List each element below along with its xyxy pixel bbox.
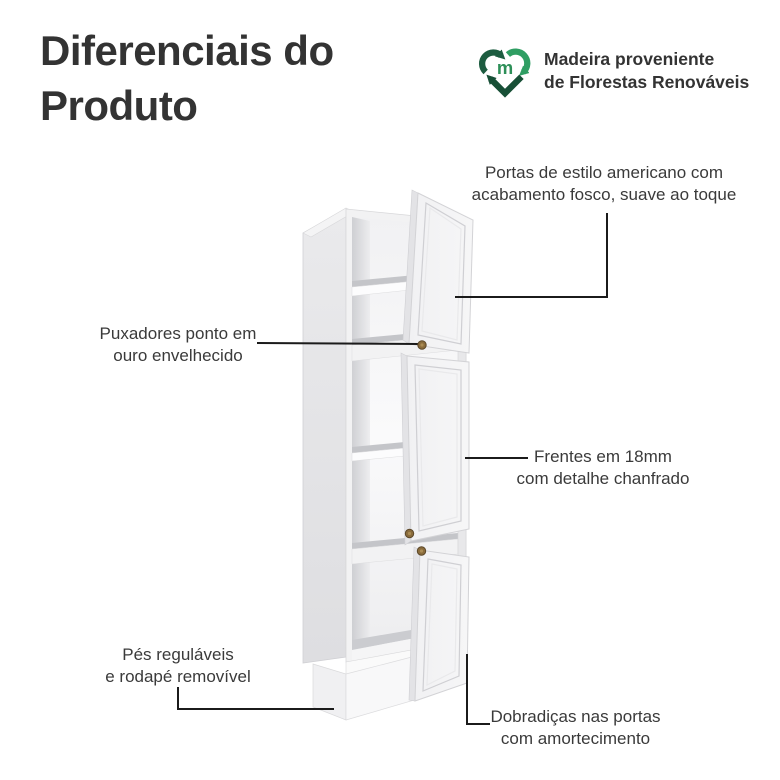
door-panel-bevel bbox=[426, 563, 458, 686]
door-panel-bevel bbox=[421, 206, 462, 341]
door-bottom bbox=[408, 546, 470, 702]
door-edge bbox=[400, 352, 412, 546]
door-face bbox=[408, 192, 474, 354]
recycle-arrow-right bbox=[505, 48, 531, 76]
shelf bbox=[351, 276, 459, 297]
plinth-front bbox=[345, 650, 436, 721]
callout-pes-line2: e rodapé removível bbox=[105, 667, 251, 687]
callout-portas-line1: Portas de estilo americano com bbox=[484, 163, 724, 182]
door-edge bbox=[402, 189, 419, 345]
cabinet-right-stile bbox=[457, 220, 467, 649]
shelf-shadow bbox=[352, 437, 458, 453]
page-title: Diferenciais do Produto bbox=[40, 27, 334, 129]
cabinet-carcass bbox=[302, 207, 467, 677]
knob-highlight bbox=[407, 531, 412, 536]
callout-frentes-line2: com detalhe chanfrado bbox=[516, 469, 690, 489]
section-divider bbox=[351, 538, 459, 565]
callout-portas-line2: acabamento fosco, suave ao toque bbox=[471, 185, 737, 205]
door-edge bbox=[408, 546, 421, 702]
door-panel-recess bbox=[417, 201, 466, 345]
callout-dobradicas-line2: com amortecimento bbox=[500, 729, 651, 749]
cabinet-interior-left-wall bbox=[352, 217, 370, 654]
eco-badge-line2: de Florestas Renováveis bbox=[544, 72, 750, 92]
door-knobs bbox=[404, 340, 427, 556]
recycle-heart-icon: m bbox=[476, 42, 534, 100]
shelf bbox=[351, 442, 459, 462]
callout-portas: Portas de estilo americano com acabament… bbox=[444, 162, 764, 207]
callout-pes: Pés reguláveis e rodapé removível bbox=[83, 644, 273, 689]
cabinet-side-panel bbox=[302, 208, 347, 664]
knob-top-door bbox=[417, 340, 427, 350]
eco-badge-text: Madeira proveniente de Florestas Renováv… bbox=[544, 48, 749, 94]
plinth-side bbox=[312, 663, 347, 721]
knob-bottom-door bbox=[416, 546, 427, 556]
knob-middle-door bbox=[404, 528, 415, 539]
leader-pes bbox=[177, 687, 334, 710]
callout-puxadores-line2: ouro envelhecido bbox=[113, 346, 243, 366]
eco-badge-line1: Madeira proveniente bbox=[544, 48, 715, 69]
recycle-arrow-left bbox=[479, 49, 506, 75]
cabinet-doors bbox=[400, 189, 474, 702]
leader-portas bbox=[455, 213, 608, 298]
callout-pes-line1: Pés reguláveis bbox=[122, 645, 234, 664]
cabinet-floor bbox=[352, 630, 458, 672]
knob-highlight bbox=[419, 549, 424, 553]
door-panel-recess bbox=[414, 364, 462, 532]
shelf-shadow bbox=[352, 329, 458, 345]
door-panel-recess bbox=[422, 558, 462, 692]
callout-puxadores-line1: Puxadores ponto em bbox=[99, 324, 257, 343]
door-middle bbox=[400, 352, 470, 546]
callout-puxadores: Puxadores ponto em ouro envelhecido bbox=[83, 323, 273, 368]
callout-frentes: Frentes em 18mm com detalhe chanfrado bbox=[503, 446, 703, 491]
cabinet-bottom-band bbox=[345, 639, 467, 677]
cabinet-front-frame bbox=[345, 208, 467, 663]
door-panel-bevel bbox=[418, 368, 458, 527]
callout-dobradicas-line1: Dobradiças nas portas bbox=[490, 707, 661, 726]
cabinet-interior-back bbox=[352, 217, 458, 654]
callout-dobradicas: Dobradiças nas portas com amortecimento bbox=[478, 706, 673, 751]
knob-highlight bbox=[420, 343, 424, 347]
shelf-shadow bbox=[352, 533, 458, 549]
shelf-shadow bbox=[352, 271, 458, 287]
callout-frentes-line1: Frentes em 18mm bbox=[534, 447, 672, 466]
door-face bbox=[414, 549, 470, 702]
eco-badge: m Madeira proveniente de Florestas Renov… bbox=[476, 42, 749, 100]
recycle-arrow-bottom bbox=[486, 74, 524, 98]
cabinet-top-edge bbox=[302, 207, 355, 238]
door-face bbox=[406, 355, 470, 542]
floor-shadow bbox=[352, 622, 458, 650]
letter-m: m bbox=[497, 57, 513, 78]
leader-puxadores bbox=[256, 341, 420, 346]
door-top bbox=[402, 189, 474, 354]
section-divider bbox=[351, 334, 459, 362]
cabinet-plinth bbox=[312, 650, 436, 721]
